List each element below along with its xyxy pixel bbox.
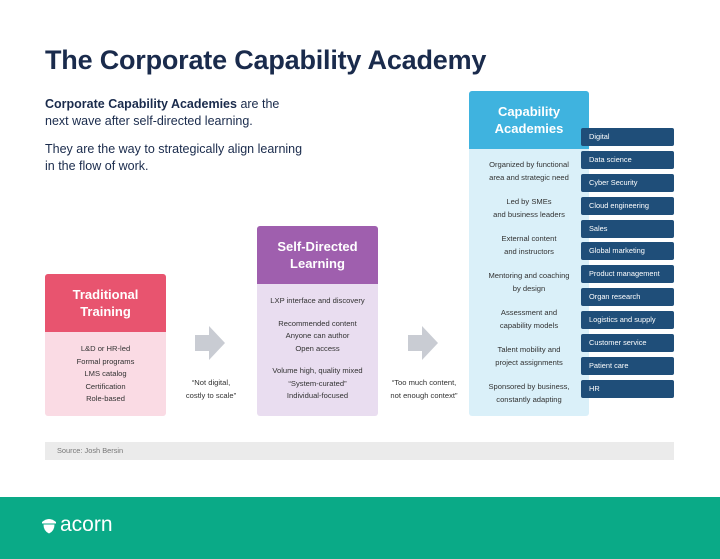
self-directed-header: Self-Directed Learning — [257, 226, 378, 284]
capability-list: Organized by functional area and strateg… — [469, 149, 589, 406]
traditional-training-header: Traditional Training — [45, 274, 166, 332]
capability-item: area and strategic need — [489, 172, 569, 182]
capability-item: Led by SMEs — [506, 197, 552, 206]
tag-data-science: Data science — [581, 150, 674, 169]
traditional-item: Role-based — [86, 394, 125, 403]
self-title-line1: Self-Directed — [277, 239, 358, 254]
tag-global-marketing: Global marketing — [581, 242, 674, 261]
capability-group: Assessment and capability models — [469, 307, 589, 332]
traditional-title-line2: Training — [80, 304, 131, 319]
traditional-item: LMS catalog — [84, 369, 127, 378]
traditional-item: L&D or HR-led — [80, 344, 131, 353]
footer-bar: acorn — [0, 497, 720, 559]
tag-hr: HR — [581, 379, 674, 398]
capability-item: Organized by functional — [489, 160, 569, 169]
self-item: Recommended content — [278, 318, 357, 328]
acorn-logo[interactable]: acorn — [41, 513, 113, 537]
traditional-item: Formal programs — [76, 356, 135, 366]
capability-item: Talent mobility and — [497, 345, 561, 354]
self-item: Volume high, quality mixed — [272, 366, 363, 375]
caption-self-directed: “Too much content, not enough context” — [381, 377, 467, 402]
self-title-line2: Learning — [290, 256, 345, 271]
arrow-right-icon — [408, 326, 438, 360]
capability-item: and business leaders — [493, 209, 565, 219]
traditional-training-list: L&D or HR-led Formal programs LMS catalo… — [45, 332, 166, 406]
capability-academies-card: Capability Academies Organized by functi… — [469, 91, 589, 416]
arrow-right-icon — [195, 326, 225, 360]
capability-item: and instructors — [504, 246, 554, 256]
intro-paragraph-1: Corporate Capability Academies are the n… — [45, 96, 305, 130]
caption-line: “Not digital, — [191, 378, 231, 387]
self-item: Open access — [295, 343, 340, 353]
caption-line: costly to scale” — [185, 390, 237, 400]
capability-item: project assignments — [495, 357, 563, 367]
tag-logistics-and-supply: Logistics and supply — [581, 311, 674, 330]
tag-patient-care: Patient care — [581, 356, 674, 375]
capability-item: External content — [501, 234, 557, 243]
self-item: Anyone can author — [285, 331, 350, 340]
capability-item: Sponsored by business, — [488, 382, 570, 391]
intro-paragraph-2: They are the way to strategically align … — [45, 142, 303, 173]
traditional-item: Certification — [85, 381, 126, 391]
capability-item: Assessment and — [500, 308, 558, 317]
capability-header: Capability Academies — [469, 91, 589, 149]
caption-traditional: “Not digital, costly to scale” — [173, 377, 249, 402]
capability-group: Mentoring and coaching by design — [469, 270, 589, 295]
capability-group: Talent mobility and project assignments — [469, 344, 589, 369]
self-group: Volume high, quality mixed “System-curat… — [257, 365, 378, 403]
self-directed-learning-card: Self-Directed Learning LXP interface and… — [257, 226, 378, 416]
tag-cyber-security: Cyber Security — [581, 173, 674, 192]
tag-sales: Sales — [581, 219, 674, 238]
capability-group: Organized by functional area and strateg… — [469, 159, 589, 184]
capability-group: Led by SMEs and business leaders — [469, 196, 589, 221]
tag-cloud-engineering: Cloud engineering — [581, 196, 674, 215]
logo-text: acorn — [60, 513, 113, 536]
capability-title-line2: Academies — [494, 121, 564, 136]
self-item: LXP interface and discovery — [270, 296, 365, 305]
tag-organ-research: Organ research — [581, 288, 674, 307]
capability-item: Mentoring and coaching — [488, 271, 570, 280]
capability-title-line1: Capability — [497, 104, 561, 119]
tag-digital: Digital — [581, 128, 674, 146]
capability-item: capability models — [499, 320, 559, 330]
self-directed-list: LXP interface and discovery Recommended … — [257, 284, 378, 403]
self-group: LXP interface and discovery — [257, 295, 378, 308]
acorn-icon — [42, 519, 56, 534]
self-item: “System-curated” — [288, 378, 347, 388]
caption-line: “Too much content, — [391, 378, 457, 387]
self-group: Recommended content Anyone can author Op… — [257, 318, 378, 356]
self-item: Individual-focused — [286, 391, 349, 400]
intro-rest: are the next wave after self-directed le… — [45, 97, 280, 128]
page-title: The Corporate Capability Academy — [45, 45, 487, 75]
capability-tags: Digital Data science Cyber Security Clou… — [581, 128, 674, 403]
source-note: Source: Josh Bersin — [45, 442, 674, 460]
tag-product-management: Product management — [581, 265, 674, 284]
capability-item: by design — [512, 283, 546, 293]
traditional-training-card: Traditional Training L&D or HR-led Forma… — [45, 274, 166, 416]
traditional-title-line1: Traditional — [72, 287, 139, 302]
capability-group: External content and instructors — [469, 233, 589, 258]
caption-line: not enough context” — [390, 390, 458, 400]
capability-group: Sponsored by business, constantly adapti… — [469, 381, 589, 406]
tag-customer-service: Customer service — [581, 334, 674, 353]
intro-bold: Corporate Capability Academies — [45, 97, 237, 111]
capability-item: constantly adapting — [496, 394, 562, 404]
intro-text: Corporate Capability Academies are the n… — [45, 96, 305, 186]
